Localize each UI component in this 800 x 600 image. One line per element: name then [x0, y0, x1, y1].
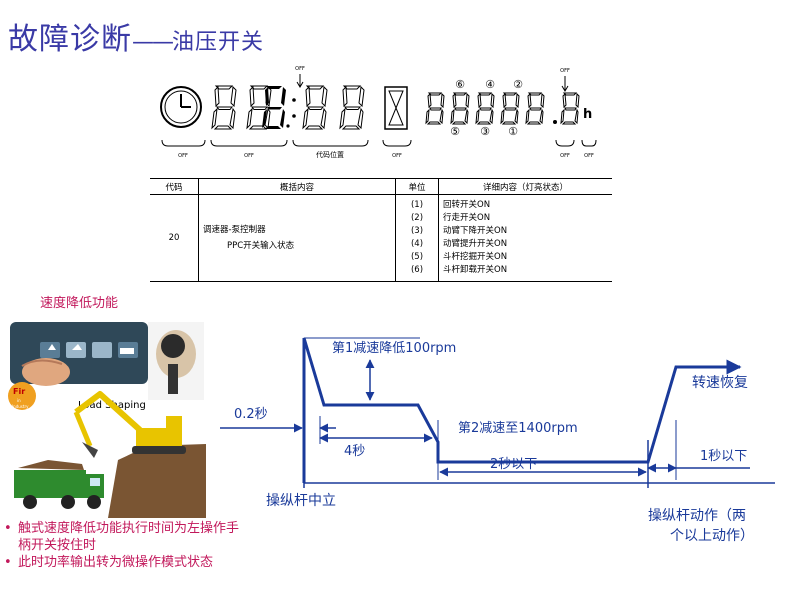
small-digit-2	[450, 92, 470, 125]
unit-4: (4)	[410, 239, 424, 249]
code-table: 代码 概括内容 单位 详细内容（灯亮状态） 20 调速器-泵控制器 PPC开关输…	[150, 178, 612, 282]
off-label-hourglass: OFF	[392, 153, 402, 159]
detail-1: 回转开关ON	[443, 200, 491, 210]
page-title: 故障诊断——油压开关	[8, 14, 264, 58]
badge-text-3: Industry	[12, 404, 29, 409]
dirt-mound	[108, 444, 206, 518]
table-row: 20 调速器-泵控制器 PPC开关输入状态 (1) (2) (3) (4) (5…	[150, 194, 612, 282]
circled-5: ⑤	[450, 125, 460, 138]
finger-graphic	[22, 358, 70, 386]
label-1-sec: 1秒以下	[700, 449, 747, 464]
header-summary: 概括内容	[198, 178, 396, 195]
label-0-2-sec: 0.2秒	[234, 407, 268, 422]
cell-summary: 调速器-泵控制器 PPC开关输入状态	[198, 194, 396, 282]
detail-3: 动臂下降开关ON	[443, 226, 508, 236]
summary-line-2: PPC开关输入状态	[227, 241, 295, 251]
detail-6: 斗杆卸载开关ON	[443, 265, 508, 275]
summary-line-1: 调速器-泵控制器	[203, 225, 266, 235]
circled-3: ③	[480, 125, 490, 138]
monitor-display: h ⑥ ④ ② ⑤ ③ ① OFF OFF OFF OFF 代码位置 OFF O…	[160, 66, 597, 159]
unit-1: (1)	[410, 200, 424, 210]
off-label-top-colon: OFF	[295, 66, 305, 72]
badge-text-2: in	[17, 398, 21, 403]
cell-units: (1) (2) (3) (4) (5) (6)	[395, 194, 439, 282]
label-2-sec: 2秒以下	[490, 457, 537, 472]
second-reduction-label: 第2减速至1400rpm	[458, 421, 578, 436]
off-label-dot: OFF	[560, 153, 570, 159]
clock-icon	[160, 86, 202, 128]
first-in-industry-badge	[8, 382, 36, 410]
off-label-top-dot: OFF	[560, 68, 570, 74]
unit-5: (5)	[410, 252, 424, 262]
load-shaping-illustration: Fir in Industry Load Shaping	[8, 320, 206, 518]
hourglass-icon	[384, 86, 408, 130]
title-sub: 油压开关	[172, 30, 265, 55]
timing-diagram: 第1减速降低100rpm 0.2秒 4秒 第2减速至1400rpm 2秒以下 转…	[220, 337, 775, 544]
small-digit-3	[475, 92, 495, 125]
note-item-2: •此时功率输出转为微操作模式状态	[4, 555, 214, 570]
cell-code: 20	[168, 233, 180, 243]
detail-5: 斗杆挖掘开关ON	[443, 252, 508, 262]
excavator-graphic	[73, 391, 186, 458]
off-label-h: OFF	[584, 153, 594, 159]
off-label-hours: OFF	[244, 153, 254, 159]
detail-2: 行走开关ON	[443, 213, 491, 223]
code-digit-1	[302, 85, 328, 130]
off-label-clock: OFF	[178, 153, 188, 159]
hours-unit-label: h	[583, 107, 592, 122]
label-4-sec: 4秒	[344, 444, 365, 459]
header-detail: 详细内容（灯亮状态）	[438, 178, 612, 195]
recover-label: 转速恢复	[692, 374, 748, 391]
circled-6: ⑥	[455, 78, 465, 91]
dump-truck-graphic	[14, 460, 104, 509]
small-digit-6	[560, 92, 580, 125]
colon-dot-top	[292, 98, 296, 102]
title-main: 故障诊断	[8, 22, 132, 57]
circled-1: ①	[508, 125, 518, 138]
notes-list: •触式速度降低功能执行时间为左操作手柄开关按住时 •此时功率输出转为微操作模式状…	[4, 520, 248, 571]
circled-4: ④	[485, 78, 495, 91]
small-digit-4	[500, 92, 520, 125]
unit-6: (6)	[410, 265, 424, 275]
small-digit-1	[425, 92, 445, 125]
badge-text-1: Fir	[13, 387, 25, 396]
speed-section-title: 速度降低功能	[40, 296, 119, 311]
cell-details: 回转开关ON 行走开关ON 动臂下降开关ON 动臂提升开关ON 斗杆挖掘开关ON…	[438, 194, 612, 282]
small-digit-5	[525, 92, 545, 125]
lever-operate-label-2: 个以上动作）	[670, 528, 754, 544]
circled-2: ②	[513, 78, 523, 91]
code-digit-2	[339, 85, 365, 130]
header-unit: 单位	[395, 178, 439, 195]
lever-neutral-label: 操纵杆中立	[266, 493, 336, 509]
unit-2: (2)	[410, 213, 424, 223]
detail-4: 动臂提升开关ON	[443, 239, 508, 249]
first-reduction-label: 第1减速降低100rpm	[332, 341, 456, 356]
unit-3: (3)	[410, 226, 424, 236]
code-position-label: 代码位置	[316, 150, 344, 159]
title-dash: ——	[132, 30, 174, 55]
note-item-1: •触式速度降低功能执行时间为左操作手柄开关按住时	[4, 521, 240, 553]
hour-digit-1	[211, 85, 237, 130]
header-code: 代码	[150, 178, 199, 195]
lever-operate-label-1: 操纵杆动作（两	[648, 508, 746, 524]
colon-dot-bottom	[292, 114, 296, 118]
